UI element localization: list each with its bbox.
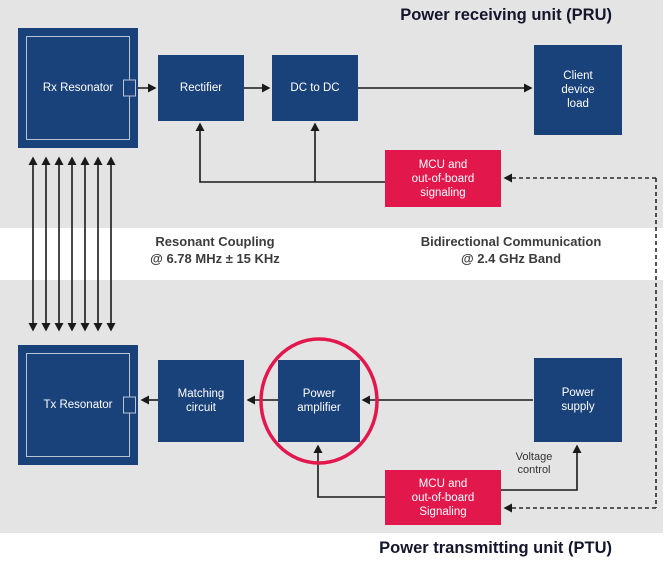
pru-mcu-box: MCU and out-of-board signaling bbox=[385, 150, 501, 207]
resonator-connector-tab bbox=[123, 79, 136, 97]
client-device-load-box: Client device load bbox=[534, 45, 622, 135]
bidirectional-communication-label: Bidirectional Communication @ 2.4 GHz Ba… bbox=[420, 234, 602, 266]
resonant-coupling-label: Resonant Coupling @ 6.78 MHz ± 15 KHz bbox=[150, 234, 280, 266]
pru-title: Power receiving unit (PRU) bbox=[400, 6, 612, 24]
voltage-control-label: Voltage control bbox=[515, 451, 553, 476]
rx-resonator-label: Rx Resonator bbox=[42, 82, 114, 94]
dc-to-dc-box: DC to DC bbox=[272, 55, 358, 121]
resonator-connector-tab bbox=[123, 396, 136, 414]
tx-resonator-label: Tx Resonator bbox=[43, 399, 113, 411]
ptu-mcu-box: MCU and out-of-board Signaling bbox=[385, 470, 501, 525]
matching-circuit-box: Matching circuit bbox=[158, 360, 244, 442]
rectifier-box: Rectifier bbox=[158, 55, 244, 121]
power-amplifier-box: Power amplifier bbox=[278, 360, 360, 442]
power-supply-box: Power supply bbox=[534, 358, 622, 442]
ptu-title: Power transmitting unit (PTU) bbox=[379, 539, 612, 557]
rx-resonator-box: Rx Resonator bbox=[18, 28, 138, 148]
tx-resonator-box: Tx Resonator bbox=[18, 345, 138, 465]
